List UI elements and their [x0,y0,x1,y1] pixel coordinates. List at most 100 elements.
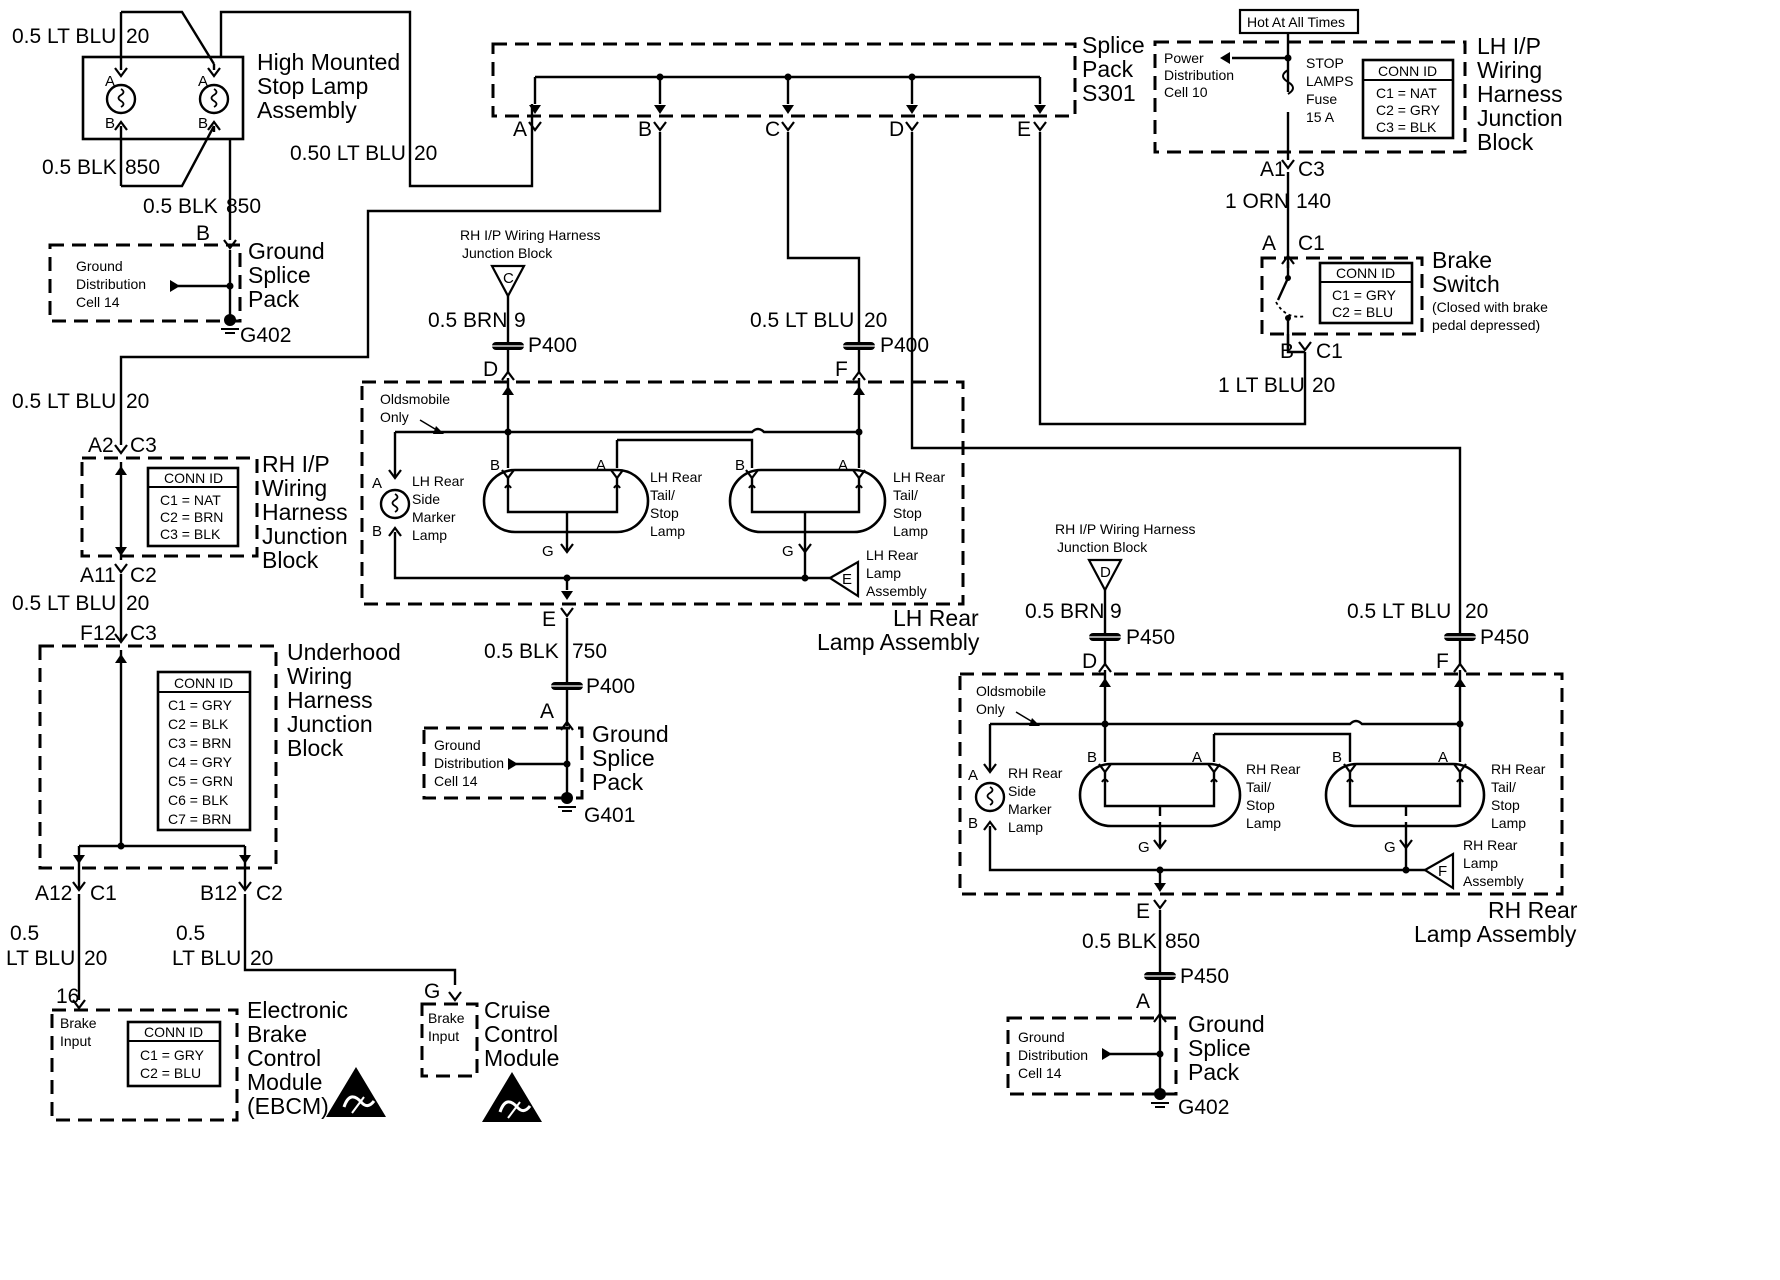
lh-side-3: Marker [412,509,456,525]
ground-top-text-2: Distribution [76,276,146,292]
lh-ip-title-3: Harness [1477,81,1563,107]
underhood-conn-title: CONN ID [174,675,233,691]
pdc-text-3: Cell 10 [1164,84,1208,100]
wire-1ltblu-label: 1 LT BLU [1218,374,1305,397]
rh-wire-r-num: 20 [1465,600,1488,623]
ebcm-title-4: Module [247,1069,322,1095]
ground-top-id: G402 [240,324,291,347]
lh-ip-pin-c3: C3 [1298,158,1325,181]
fuse-text-2: LAMPS [1306,73,1353,89]
ground-lh-text-3: Cell 14 [434,773,478,789]
lh-tail1-2: Tail/ [650,487,675,503]
lh-title-2: Lamp Assembly [817,629,980,655]
hmsl-wire-top-num: 20 [126,25,149,48]
rh-tail1-4: Lamp [1246,815,1281,831]
ground-splice-pack-rh: A Ground Distribution Cell 14 Ground Spl… [1006,990,1265,1119]
hmsl-wire-bot-num: 850 [125,156,160,179]
rh-rear-lamp-assembly: RH I/P Wiring Harness Junction Block D 0… [958,521,1578,1020]
splice-pin-d: D [889,118,904,141]
underhood-pin-f12: F12 [80,622,116,645]
underhood-title-1: Underhood [287,639,401,665]
rh-rear-lamp-box [958,672,1564,896]
ground-lh-title-2: Splice [592,745,655,771]
wire-ccm-l1: 0.5 [176,922,205,945]
lh-tail1-pin-g: G [542,543,554,560]
rh-side-4: Lamp [1008,819,1043,835]
rh-tail1-1: RH Rear [1246,761,1301,777]
wire-splice-b-to-rh-ip [119,132,662,445]
lh-ip-title-5: Block [1477,129,1534,155]
splice-pin-b: B [638,118,652,141]
ground-rh-box [1006,1016,1178,1096]
underhood-junction-block: F12 C3 CONN ID C1 = GRY C2 = BLK C3 = BR… [35,622,401,905]
splice-title-2: Pack [1082,56,1134,82]
rh-jb-letter: D [1100,564,1111,581]
rh-jb-label-2: Junction Block [1057,539,1148,555]
lh-lamp-e-1: LH Rear [866,547,918,563]
rh-tail2-1: RH Rear [1491,761,1546,777]
rh-ip-title-3: Harness [262,499,348,525]
hmsl-box [81,55,245,141]
lh-lamp-e-letter: E [842,571,852,588]
rh-ip-pin-a11: A11 [80,564,116,587]
rh-tail2-2: Tail/ [1491,779,1516,795]
lh-ip-pin-a1: A1 [1260,158,1286,181]
lh-rear-lamp-box [360,380,965,606]
lh-tail2-pin-a: A [838,457,848,474]
hot-at-all-times-box [1238,8,1360,35]
rh-tail2-3: Stop [1491,797,1520,813]
lh-side-pin-a: A [372,475,382,492]
pdc-text-2: Distribution [1164,67,1234,83]
rh-tail2-pin-g: G [1384,839,1396,856]
rh-ip-conn-3: C3 = BLK [160,526,221,542]
lh-tail2-1: LH Rear [893,469,945,485]
lh-tail-stop-lamp-1 [482,468,650,534]
lh-title-1: LH Rear [893,605,979,631]
wire-ebcm-l1: 0.5 [10,922,39,945]
brake-switch-note-2: pedal depressed) [1432,317,1540,333]
rh-wire-gnd-label: 0.5 BLK [1082,930,1157,953]
lh-wire-r-label: 0.5 LT BLU [750,309,854,332]
rh-side-pin-a: A [968,767,978,784]
underhood-box [38,644,278,870]
lh-pin-d: D [483,358,498,381]
ground-rh-pin: A [1136,990,1150,1013]
lh-ip-conn-title: CONN ID [1378,63,1437,79]
wire-orn-num: 140 [1296,190,1331,213]
ebcm-conn-title: CONN ID [144,1024,203,1040]
underhood-conn-6: C6 = BLK [168,792,229,808]
hmsl-pin-a2: A [198,73,208,90]
lh-wire-gnd-num: 750 [572,640,607,663]
rh-tail-stop-lamp-1 [1078,762,1242,828]
rh-ip-box [80,456,259,558]
rh-ip-pin-c3: C3 [130,434,157,457]
wire-050-num: 20 [414,142,437,165]
rh-jb-triangle [1087,558,1123,593]
rh-ip-wire-above-label: 0.5 LT BLU [12,390,116,413]
underhood-conn-2: C2 = BLK [168,716,229,732]
underhood-title-4: Junction [287,711,373,737]
rh-wire-l-label: 0.5 BRN [1025,600,1104,623]
brake-switch-conn-title: CONN ID [1336,265,1395,281]
lh-jb-label-2: Junction Block [462,245,553,261]
rh-side-pin-b: B [968,815,978,832]
rh-tail1-2: Tail/ [1246,779,1271,795]
esd-warning-icon [480,1070,544,1124]
lh-tail1-pin-a: A [596,457,606,474]
underhood-title-5: Block [287,735,344,761]
ground-rh-title-2: Splice [1188,1035,1251,1061]
underhood-pin-c1: C1 [90,882,117,905]
ccm-title-3: Module [484,1045,559,1071]
brake-switch-title-2: Switch [1432,271,1500,297]
rh-ip-title-4: Junction [262,523,348,549]
esd-warning-icon [324,1065,388,1119]
rh-jb-label-1: RH I/P Wiring Harness [1055,521,1196,537]
lh-conn-r: P400 [880,334,929,357]
underhood-conn-3: C3 = BRN [168,735,231,751]
ground-top-box [48,243,242,323]
wire-splice-e-to-brake-switch [1038,132,1307,426]
ground-top-text-3: Cell 14 [76,294,120,310]
rh-pin-d: D [1082,650,1097,673]
ground-rh-text-1: Ground [1018,1029,1065,1045]
rh-ip-title-5: Block [262,547,319,573]
